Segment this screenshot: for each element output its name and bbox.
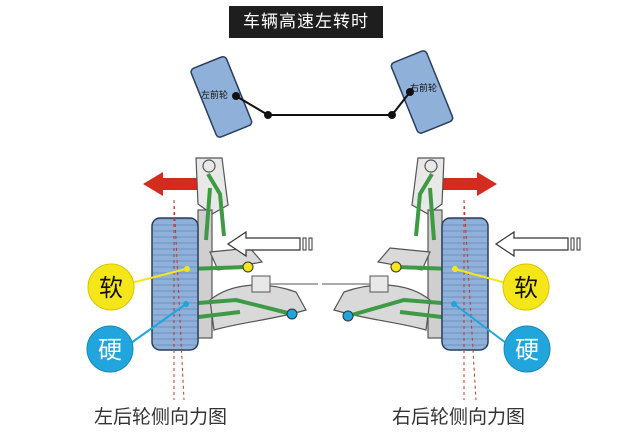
left-soft-label: 软 bbox=[99, 274, 123, 302]
steering-linkage bbox=[235, 91, 411, 116]
right-rear-wheel bbox=[441, 217, 489, 351]
bushing bbox=[369, 275, 389, 293]
strut-tower bbox=[411, 157, 445, 215]
right-hard-badge: 硬 bbox=[503, 325, 551, 373]
strut-tower bbox=[195, 157, 229, 215]
force-arrow-red bbox=[143, 172, 197, 196]
left-hard-badge: 硬 bbox=[86, 325, 134, 373]
right-rear-assembly bbox=[322, 157, 581, 401]
joint bbox=[264, 111, 272, 119]
upper-control-arm bbox=[414, 172, 436, 241]
joint bbox=[406, 88, 414, 96]
front-axle: 左前轮 右前轮 bbox=[190, 50, 454, 138]
diagram-title: 车辆高速左转时 bbox=[229, 6, 383, 38]
right-hard-label: 硬 bbox=[515, 336, 539, 364]
left-caption: 左后轮侧向力图 bbox=[94, 406, 228, 428]
joint bbox=[232, 92, 240, 100]
left-soft-badge: 软 bbox=[87, 263, 135, 311]
right-soft-badge: 软 bbox=[502, 263, 550, 311]
left-front-wheel-label: 左前轮 bbox=[201, 89, 228, 101]
force-arrow-white bbox=[226, 230, 301, 258]
right-soft-label: 软 bbox=[514, 274, 538, 302]
bushing bbox=[251, 275, 271, 293]
force-arrow-white bbox=[494, 230, 569, 258]
left-front-wheel bbox=[190, 55, 253, 138]
left-rear-assembly bbox=[130, 157, 318, 401]
upper-link bbox=[376, 247, 431, 271]
right-front-wheel-label: 右前轮 bbox=[410, 82, 437, 94]
joint bbox=[388, 111, 396, 119]
upper-control-arm bbox=[204, 172, 226, 241]
left-rear-wheel bbox=[151, 217, 199, 351]
right-caption: 右后轮侧向力图 bbox=[392, 406, 526, 428]
left-hard-label: 硬 bbox=[98, 336, 122, 364]
force-arrow-red bbox=[443, 172, 497, 196]
